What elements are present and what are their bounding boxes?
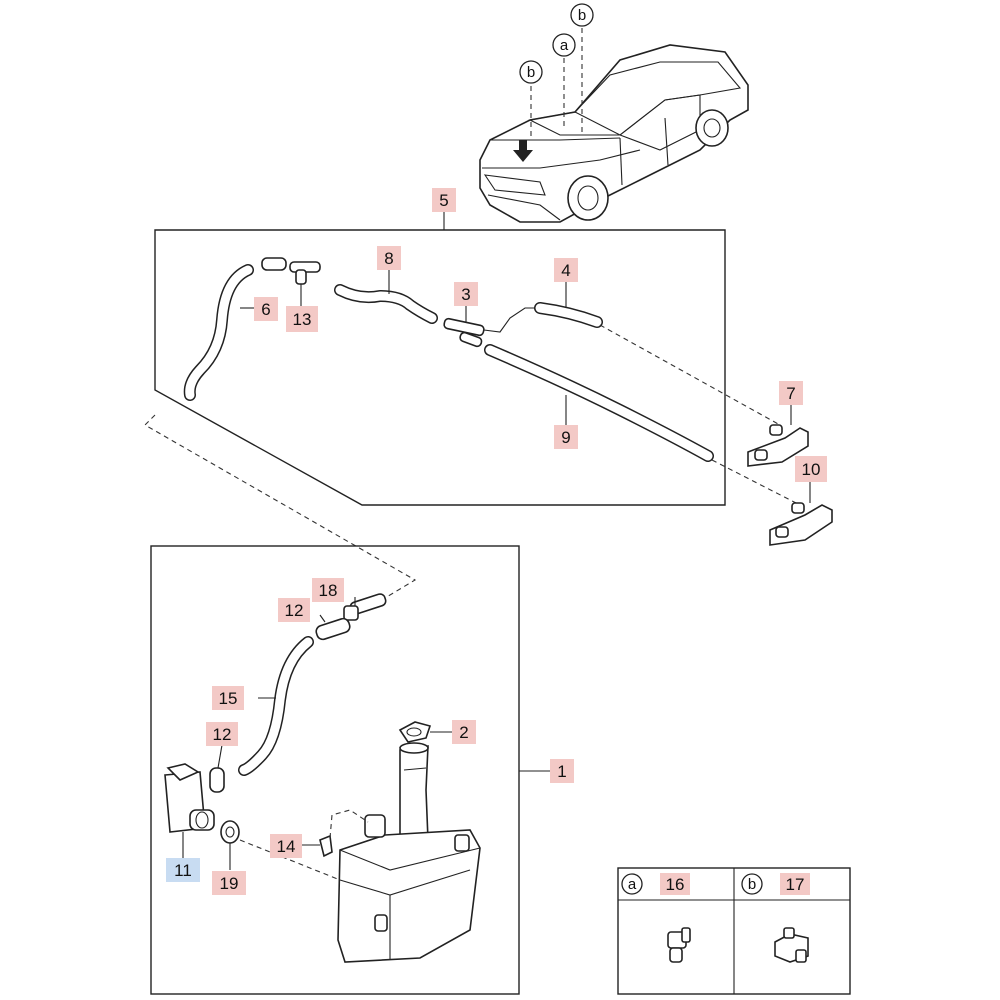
svg-text:7: 7	[786, 384, 795, 403]
hose-part-6	[183, 264, 256, 401]
callout-part-18[interactable]: 18	[312, 578, 344, 602]
pump-part-11	[164, 763, 215, 858]
svg-text:1: 1	[557, 762, 566, 781]
callout-part-1[interactable]: 1	[550, 759, 574, 783]
car-marker-a: a	[552, 33, 576, 57]
svg-text:3: 3	[461, 285, 470, 304]
connector-part-18	[343, 593, 387, 621]
callout-part-7[interactable]: 7	[779, 381, 803, 405]
reservoir-tank-part-1	[337, 742, 481, 963]
svg-text:10: 10	[802, 460, 821, 479]
hose-part-4	[534, 282, 603, 328]
legend-letter-a: a	[621, 873, 643, 895]
svg-text:9: 9	[561, 428, 570, 447]
svg-text:16: 16	[666, 875, 685, 894]
legend-part-17-label: 17	[780, 873, 810, 895]
svg-text:5: 5	[439, 191, 448, 210]
hose-part-9	[484, 344, 714, 462]
svg-text:b: b	[578, 7, 586, 24]
svg-text:17: 17	[786, 875, 805, 894]
svg-text:4: 4	[561, 261, 570, 280]
svg-text:a: a	[628, 876, 637, 893]
callout-part-12-upper[interactable]: 12	[278, 598, 310, 622]
hose-part-8	[334, 270, 438, 324]
legend-letter-b: b	[741, 873, 763, 895]
svg-text:12: 12	[285, 601, 304, 620]
callout-part-10[interactable]: 10	[795, 456, 827, 482]
legend-part-16-label: 16	[660, 873, 690, 895]
svg-text:2: 2	[459, 723, 468, 742]
fastener-part-17	[774, 927, 809, 963]
connector-part-3	[443, 305, 540, 348]
fastener-part-16	[667, 927, 691, 963]
grommet-part-19	[220, 820, 341, 881]
svg-text:b: b	[527, 64, 535, 81]
svg-text:8: 8	[384, 249, 393, 268]
callout-part-11[interactable]: 11	[166, 858, 200, 882]
callout-part-15[interactable]: 15	[212, 686, 244, 710]
clip-part-14	[302, 809, 369, 858]
svg-text:15: 15	[219, 689, 238, 708]
callout-part-13[interactable]: 13	[286, 306, 318, 332]
svg-text:b: b	[748, 876, 756, 893]
svg-text:6: 6	[261, 300, 270, 319]
callout-part-12-lower[interactable]: 12	[206, 722, 238, 746]
callout-part-8[interactable]: 8	[377, 246, 401, 270]
svg-text:14: 14	[277, 837, 296, 856]
hose-group-frame	[154, 229, 726, 506]
callout-part-2[interactable]: 2	[452, 720, 476, 744]
callout-part-6[interactable]: 6	[254, 297, 278, 321]
cap-part-2	[398, 721, 452, 743]
svg-text:12: 12	[213, 725, 232, 744]
car-illustration	[479, 28, 749, 223]
svg-text:13: 13	[293, 310, 312, 329]
callout-part-3[interactable]: 3	[454, 282, 478, 306]
t-connector-part-13	[261, 257, 321, 306]
car-marker-b-right: b	[570, 3, 594, 27]
callout-part-9[interactable]: 9	[554, 425, 578, 449]
nozzle-part-10	[769, 482, 833, 546]
svg-text:11: 11	[174, 861, 192, 880]
reservoir-group-frame	[150, 545, 520, 995]
car-marker-b-left: b	[519, 60, 543, 84]
hose-part-12-upper	[315, 614, 351, 641]
svg-text:a: a	[560, 37, 569, 54]
hose-part-15	[238, 636, 314, 776]
callout-part-4[interactable]: 4	[554, 258, 578, 282]
legend-table	[617, 867, 851, 995]
svg-text:19: 19	[220, 874, 239, 893]
callout-part-19[interactable]: 19	[212, 871, 246, 895]
callout-part-14[interactable]: 14	[270, 834, 302, 858]
hose-part-12-lower	[209, 744, 225, 793]
svg-text:18: 18	[319, 581, 338, 600]
callout-part-5[interactable]: 5	[432, 188, 456, 212]
nozzle-part-7	[747, 405, 809, 467]
